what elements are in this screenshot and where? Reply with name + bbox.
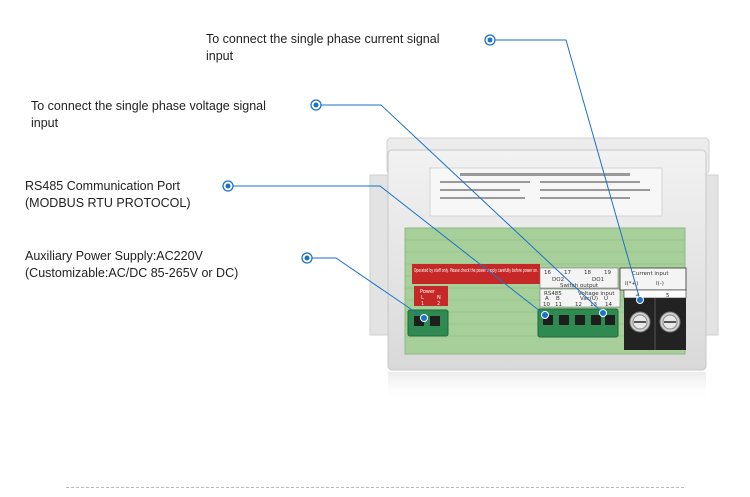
power-block-l: L: [421, 295, 424, 301]
power-block-title: Power: [420, 289, 436, 295]
rs485-pin-10: 10: [543, 302, 550, 308]
current-callout-line: [492, 39, 641, 301]
rs485-terminal-endpoint: [541, 311, 549, 319]
current-input-annotation: To connect the single phase current sign…: [206, 31, 439, 65]
footer-divider: [66, 487, 684, 488]
relay-label-do2: DO2: [552, 277, 564, 283]
current-input-annotation-line1: To connect the single phase current sign…: [206, 32, 440, 46]
warning-text: Operated by staff only. Please check the…: [414, 268, 538, 274]
screw-icon: [629, 311, 651, 333]
case-left-tab: [369, 174, 389, 336]
current-block-title: Current input: [632, 271, 669, 277]
rs485-callout-marker: [222, 180, 234, 192]
relay-pin-19: 19: [604, 270, 611, 276]
screw-icon: [659, 311, 681, 333]
current-callout-marker: [484, 34, 496, 46]
current-input-block: Current input I(*+) I(-) 4 5: [619, 267, 687, 350]
rs485-pin-11: 11: [555, 302, 562, 308]
voltage-callout-marker: [310, 99, 322, 111]
current-input-annotation-line2: input: [206, 49, 234, 63]
rs485-b: B: [556, 296, 560, 302]
current-pin-5: 5: [666, 293, 670, 299]
power-block-n: N: [437, 295, 441, 301]
callout-markers: [222, 34, 644, 322]
current-plus-label: I(*+): [625, 281, 638, 287]
current-pin-4: 4: [636, 293, 640, 299]
voltage-vac: Vac(U): [580, 296, 598, 302]
voltage-callout-line: [318, 104, 604, 314]
power-supply-annotation: Auxiliary Power Supply:AC220V (Customiza…: [25, 248, 238, 282]
power-terminal: [407, 309, 449, 337]
power-callout-marker: [301, 252, 313, 264]
power-terminal-endpoint: [420, 314, 428, 322]
voltage-block-title: Voltage input: [578, 291, 615, 297]
switch-output-block: 16 17 18 19 DO2 DO1 Switch output: [539, 267, 619, 289]
voltage-pin-12: 12: [575, 302, 582, 308]
rs485-port-annotation: RS485 Communication Port (MODBUS RTU PRO…: [25, 178, 191, 212]
warning-strip: [412, 264, 540, 284]
rs485-callout-line: [230, 185, 546, 316]
relay-pin-16: 16: [544, 270, 551, 276]
voltage-terminal-endpoint: [599, 309, 607, 317]
current-minus-label: I(-): [656, 281, 664, 287]
signal-terminal-strip: [537, 308, 619, 338]
terminal-board: Operated by staff only. Please check the…: [404, 227, 687, 355]
voltage-input-annotation-line2: input: [31, 116, 59, 130]
voltage-pin-14: 14: [605, 302, 612, 308]
callout-lines: [230, 39, 641, 319]
power-supply-annotation-line2: (Customizable:AC/DC 85-265V or DC): [25, 266, 239, 280]
power-pin-2: 2: [437, 301, 440, 307]
power-callout-line: [309, 257, 425, 319]
voltage-input-annotation-line1: To connect the single phase voltage sign…: [31, 99, 266, 113]
rs485-port-annotation-line1: RS485 Communication Port: [25, 179, 180, 193]
relay-label-do1: DO1: [592, 277, 604, 283]
relay-pin-17: 17: [564, 270, 571, 276]
voltage-input-annotation: To connect the single phase voltage sign…: [31, 98, 266, 132]
rs485-port-annotation-line2: (MODBUS RTU PROTOCOL): [25, 196, 191, 210]
relay-pin-18: 18: [584, 270, 591, 276]
rs485-a: A: [545, 296, 549, 302]
rs485-block-title: RS485: [544, 291, 562, 297]
power-pin-1: 1: [421, 301, 424, 307]
spec-sticker-text: [440, 173, 650, 199]
switch-output-label: Switch output: [560, 283, 599, 289]
case-reflection: [388, 372, 706, 402]
power-label-block: Power L N 1 2: [414, 286, 448, 307]
voltage-u: U: [604, 296, 608, 302]
power-supply-annotation-line1: Auxiliary Power Supply:AC220V: [25, 249, 203, 263]
current-terminal-endpoint: [636, 296, 644, 304]
